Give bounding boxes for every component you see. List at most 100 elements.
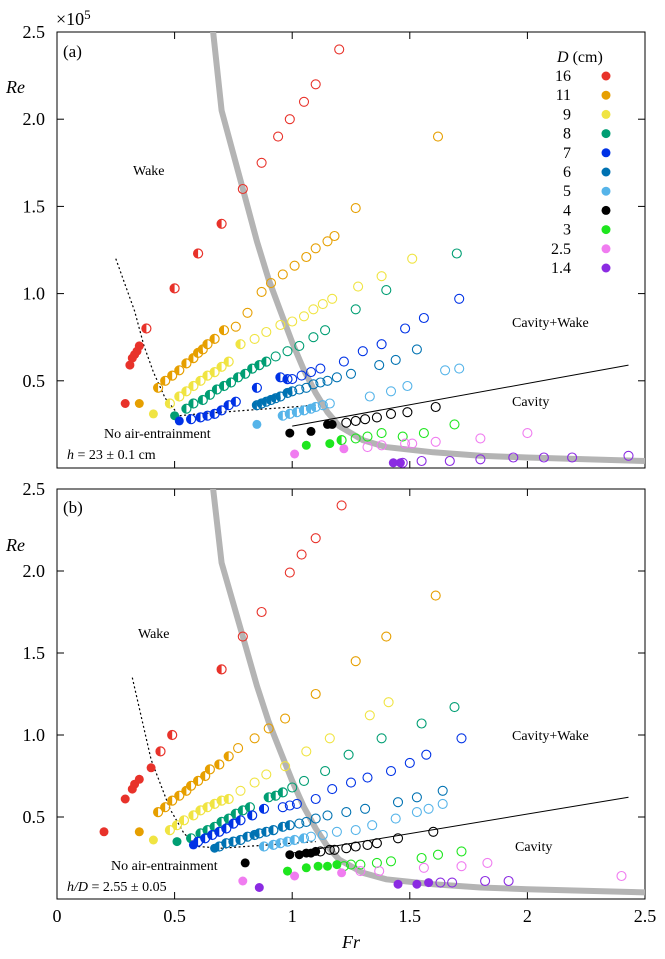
data-point-d-6 [315, 377, 326, 388]
data-point-d-1-4 [447, 877, 458, 888]
marker-half-fill [200, 771, 206, 781]
data-point-d-7 [216, 405, 227, 416]
data-point-d-7 [385, 766, 397, 777]
data-point-d-6 [301, 816, 312, 827]
data-point-d-1-4 [623, 450, 634, 461]
marker-half-fill [167, 730, 173, 740]
data-point-d-8 [320, 766, 331, 777]
data-point-d-8 [416, 718, 427, 729]
data-point-d-16 [298, 96, 310, 107]
data-point-d-5 [298, 833, 310, 844]
data-point-d-4 [285, 850, 295, 860]
marker-half-fill [266, 395, 271, 405]
data-point-d-8 [282, 346, 293, 357]
marker-outline [160, 375, 171, 386]
data-point-d-4 [371, 412, 382, 423]
data-point-d-7 [315, 363, 326, 374]
data-point-d-1-4 [567, 452, 578, 463]
data-point-d-3 [350, 433, 361, 444]
marker-outline [289, 834, 300, 846]
data-point-d-11 [153, 806, 164, 818]
marker-outline [251, 382, 262, 393]
marker-half-fill [236, 339, 241, 349]
threshold-curve [210, 489, 645, 896]
data-point-d-6 [331, 372, 342, 383]
data-point-d-11 [280, 713, 291, 724]
data-point-d-16 [256, 157, 267, 168]
marker-half-fill [181, 786, 187, 796]
marker-outline [188, 380, 199, 392]
data-point-d-7 [310, 793, 321, 805]
y-tick-label: 1.5 [23, 196, 46, 216]
condition-label: h/D = 2.55 ± 0.05 [67, 880, 167, 895]
marker-outline [169, 283, 180, 294]
y-axis-title: Re [5, 535, 25, 555]
marker-outline [214, 759, 225, 770]
marker-half-fill [224, 794, 229, 804]
region-label-cavity: Cavity [515, 840, 552, 855]
no-air-entrainment-boundary [115, 258, 316, 417]
data-point-d-16 [334, 44, 345, 55]
marker-outline [216, 405, 227, 416]
data-point-d-16 [216, 664, 227, 675]
marker-half-fill [212, 385, 217, 394]
data-point-d-11 [381, 631, 392, 642]
data-point-d-8 [181, 403, 192, 414]
data-point-d-16 [141, 323, 152, 334]
legend-marker [601, 167, 611, 177]
legend-marker [601, 109, 611, 119]
x-tick-label: 1 [288, 906, 297, 926]
data-point-d-7 [338, 356, 349, 367]
marker-half-fill [174, 392, 180, 401]
marker-outline [218, 325, 230, 336]
marker-half-fill [292, 407, 297, 417]
data-point-d-11 [209, 333, 220, 344]
marker-half-fill [210, 409, 215, 419]
data-point-d-7 [282, 374, 293, 385]
marker-outline [310, 401, 321, 413]
legend-title-variable: D [556, 49, 569, 66]
data-point-d-5 [305, 831, 317, 842]
data-point-d-8 [225, 377, 237, 388]
marker-outline [247, 810, 258, 821]
legend-label: 9 [563, 106, 571, 123]
data-point-d-8 [277, 787, 288, 798]
axis-ticks [56, 488, 646, 900]
data-point-d-11 [233, 743, 244, 754]
y-axis-title: Re [5, 77, 25, 97]
marker-half-fill [214, 760, 220, 769]
marker-half-fill [186, 781, 192, 791]
legend-marker [601, 129, 611, 139]
data-point-d-9 [308, 304, 319, 315]
marker-outline [223, 356, 234, 367]
marker-half-fill [188, 810, 194, 820]
data-point-d-1-4 [508, 452, 519, 463]
condition-variable: h [67, 448, 74, 463]
marker-half-fill [261, 357, 267, 367]
marker-half-fill [198, 344, 203, 354]
marker-outline [181, 403, 192, 414]
marker-outline [153, 806, 164, 818]
marker-half-fill [165, 825, 170, 835]
data-point-d-9 [249, 333, 260, 344]
data-point-d-9 [324, 733, 335, 744]
legend-label: 6 [563, 164, 571, 181]
marker-outline [167, 795, 178, 806]
data-point-d-8 [172, 837, 182, 847]
data-point-d-2-5 [376, 440, 387, 451]
data-point-d-9 [249, 777, 260, 788]
data-point-d-8 [343, 749, 354, 760]
data-point-d-4 [350, 841, 361, 852]
data-point-d-11 [202, 339, 213, 350]
marker-outline [223, 793, 234, 805]
marker-outline [167, 729, 178, 741]
data-point-d-4 [329, 844, 340, 855]
data-point-d-11 [432, 131, 444, 142]
marker-outline [282, 374, 293, 385]
data-point-d-6 [437, 785, 448, 796]
y-tick-label: 2.5 [23, 479, 46, 499]
data-point-d-5 [258, 841, 270, 852]
marker-outline [200, 770, 211, 782]
data-point-d-16 [273, 131, 284, 142]
